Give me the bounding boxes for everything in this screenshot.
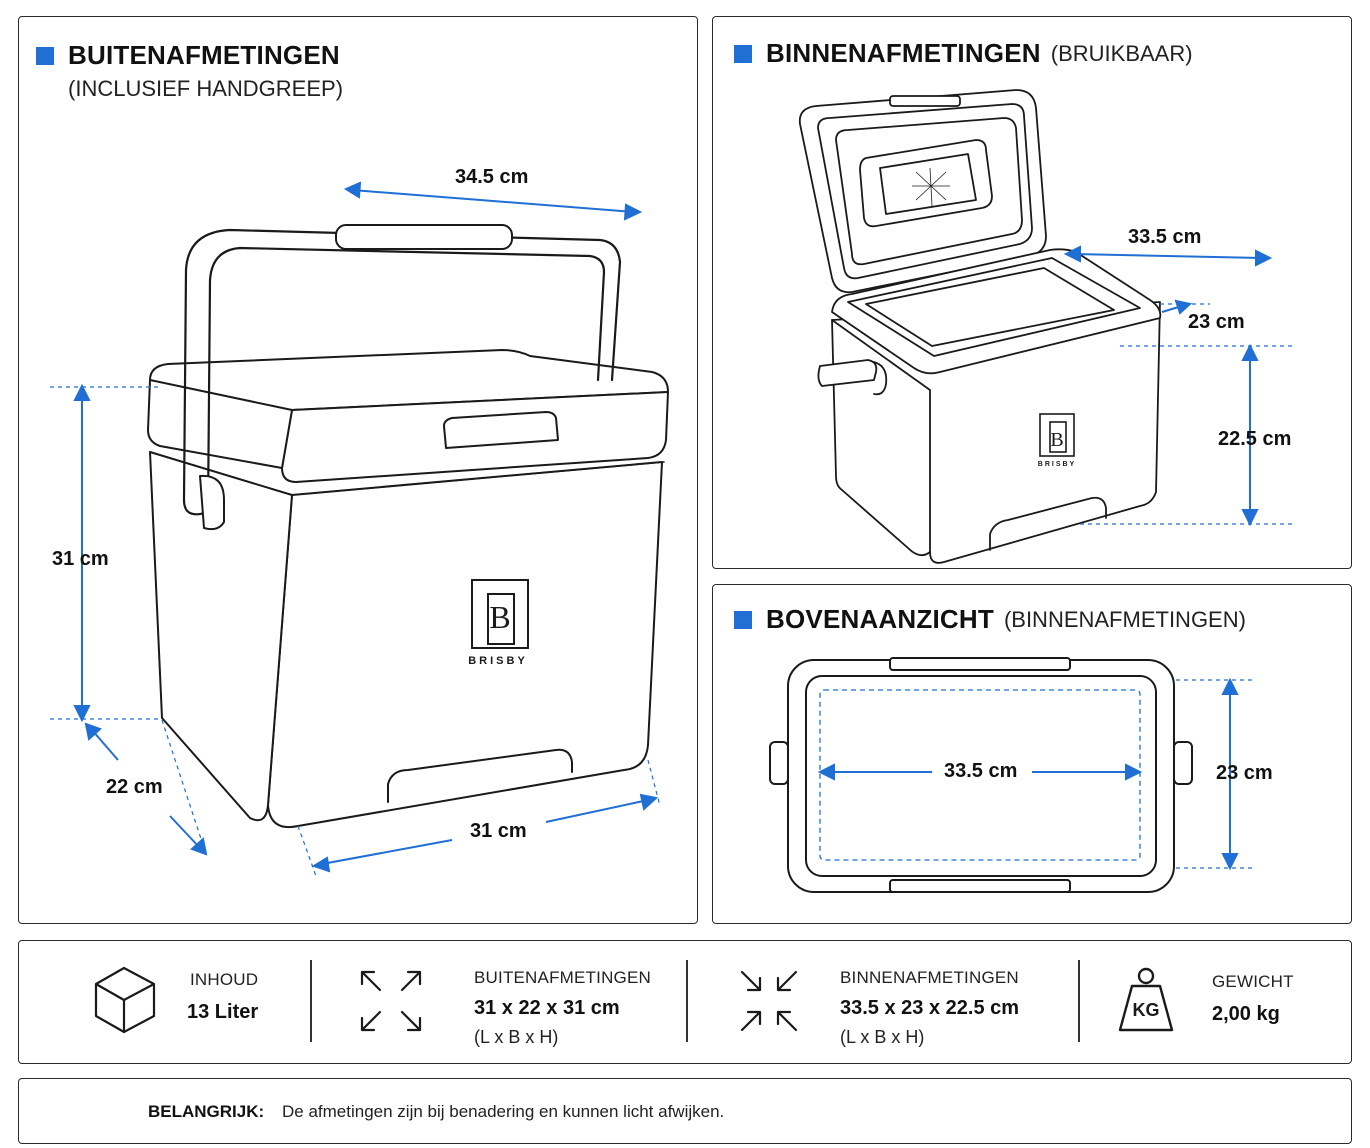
- logo-letter: B: [489, 599, 510, 635]
- weight-icon: [1118, 967, 1174, 1032]
- inner-title-text: BINNENAFMETINGEN: [766, 38, 1041, 68]
- snowflake-icon: [912, 167, 950, 207]
- note-bar: [18, 1078, 1352, 1144]
- inner-width-label: 23 cm: [1188, 311, 1245, 333]
- title-square-icon: [36, 46, 54, 65]
- inner-height-label: 22.5 cm: [1218, 428, 1292, 450]
- inner-spec-label: BINNENAFMETINGEN: [840, 968, 1019, 987]
- inner-panel-title: BINNENAFMETINGEN (BRUIKBAAR): [734, 38, 1193, 69]
- top-width-label: 23 cm: [1216, 762, 1273, 784]
- logo-brand-text: BRISBY: [468, 655, 528, 667]
- outer-title-text: BUITENAFMETINGEN: [68, 40, 340, 70]
- note-heading: BELANGRIJK:: [148, 1102, 265, 1121]
- outer-width-label: 34.5 cm: [455, 166, 529, 188]
- inner-spec-sub: (L x B x H): [840, 1027, 925, 1047]
- top-panel-title: BOVENAANZICHT (BINNENAFMETINGEN): [734, 604, 1246, 635]
- collapse-arrows-icon: [740, 970, 798, 1032]
- logo-letter-small: B: [1050, 429, 1063, 451]
- cube-icon: [94, 966, 156, 1034]
- outer-panel-title: BUITENAFMETINGEN: [36, 40, 340, 71]
- title-square-icon: [734, 610, 752, 629]
- capacity-label: INHOUD: [190, 970, 259, 989]
- divider: [686, 960, 688, 1042]
- weight-value: 2,00 kg: [1212, 1003, 1280, 1025]
- expand-arrows-icon: [360, 970, 422, 1032]
- weight-label: GEWICHT: [1212, 972, 1294, 991]
- top-title-text: BOVENAANZICHT: [766, 604, 994, 634]
- outer-depth-label: 22 cm: [106, 776, 163, 798]
- top-subtitle: (BINNENAFMETINGEN): [1003, 606, 1246, 632]
- outer-length-label: 31 cm: [470, 820, 527, 842]
- capacity-value: 13 Liter: [187, 1001, 259, 1023]
- inner-spec-value: 33.5 x 23 x 22.5 cm: [840, 997, 1020, 1019]
- note-text: De afmetingen zijn bij benadering en kun…: [282, 1102, 725, 1121]
- divider: [310, 960, 312, 1042]
- brisby-logo-small: [1039, 413, 1075, 457]
- inner-subtitle: (BRUIKBAAR): [1050, 40, 1193, 66]
- top-length-label: 33.5 cm: [944, 760, 1018, 782]
- outer-spec-label: BUITENAFMETINGEN: [474, 968, 651, 987]
- brisby-logo: [471, 579, 529, 649]
- inner-length-label: 33.5 cm: [1128, 226, 1202, 248]
- specs-bar: [18, 940, 1352, 1064]
- weight-icon-text: KG: [1133, 1000, 1160, 1020]
- logo-brand-text-small: BRISBY: [1038, 461, 1076, 468]
- title-square-icon: [734, 44, 752, 63]
- outer-spec-sub: (L x B x H): [474, 1027, 559, 1047]
- outer-spec-value: 31 x 22 x 31 cm: [474, 997, 620, 1019]
- divider: [1078, 960, 1080, 1042]
- outer-height-label: 31 cm: [52, 548, 109, 570]
- outer-subtitle: (INCLUSIEF HANDGREEP): [68, 76, 344, 101]
